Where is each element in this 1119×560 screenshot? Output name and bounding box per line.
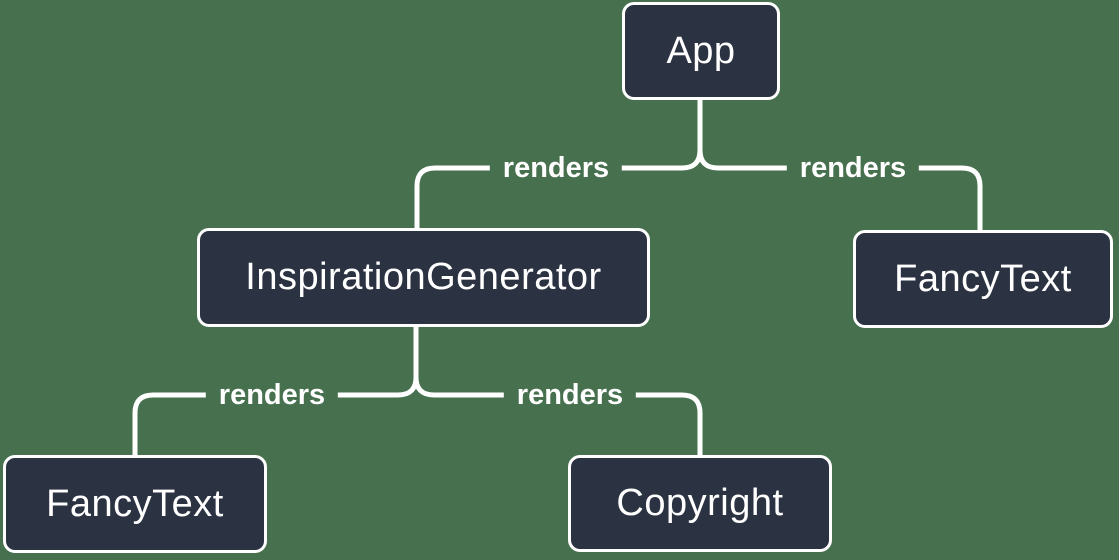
tree-node-fancy-text-left: FancyText xyxy=(3,455,267,553)
edge-label-renders-inspirationgenerator-copyright: renders xyxy=(503,379,637,412)
tree-node-app: App xyxy=(622,2,780,100)
tree-node-inspiration-generator: InspirationGenerator xyxy=(197,228,650,327)
edge-label-renders-app-inspirationgenerator: renders xyxy=(489,152,623,185)
tree-node-fancy-text-right: FancyText xyxy=(853,230,1113,328)
edge-label-renders-app-fancytext: renders xyxy=(786,152,920,185)
tree-node-copyright: Copyright xyxy=(568,455,832,552)
edge-label-renders-inspirationgenerator-fancytext: renders xyxy=(205,379,339,412)
